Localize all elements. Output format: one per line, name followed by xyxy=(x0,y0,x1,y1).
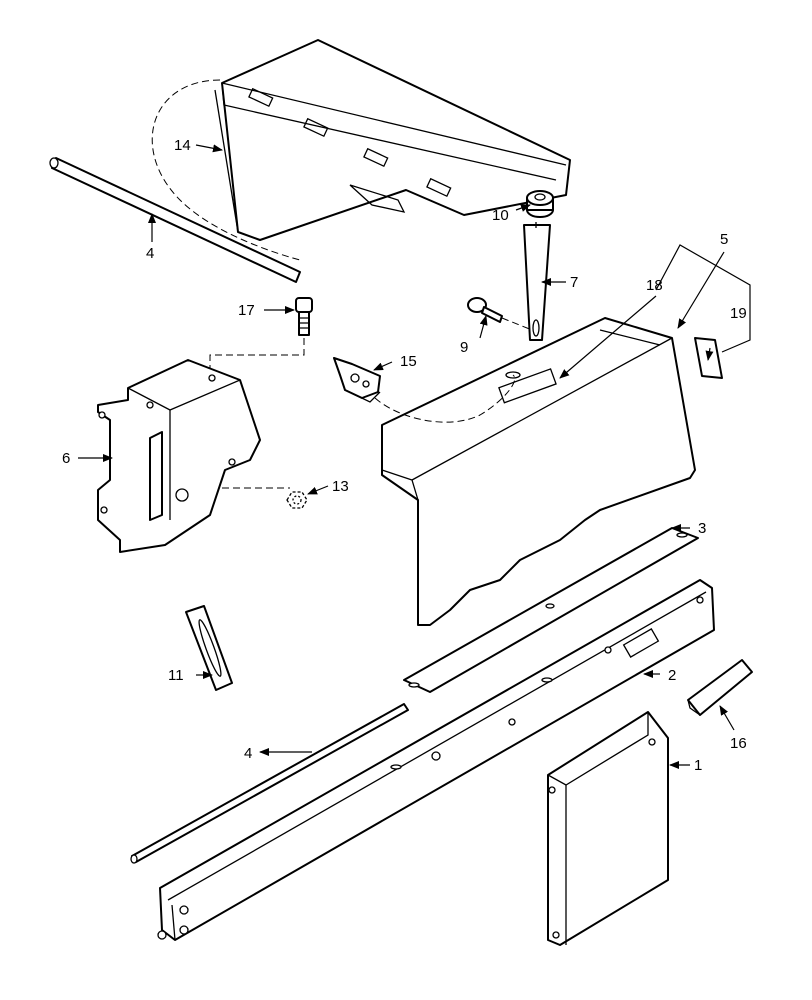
part-5-shroud xyxy=(381,317,696,626)
callout-15: 15 xyxy=(400,353,417,370)
part-4-lower-rod xyxy=(130,703,409,864)
part-6-bracket xyxy=(97,359,261,553)
part-7-strap xyxy=(523,222,551,341)
callout-16: 16 xyxy=(730,735,747,752)
callout-13: 13 xyxy=(332,478,349,495)
bolt-17-path-dashed xyxy=(209,338,305,378)
callout-4-upper: 4 xyxy=(146,245,154,262)
part-16-pad xyxy=(687,659,753,716)
callout-6: 6 xyxy=(62,450,70,467)
part-11-link xyxy=(185,605,233,691)
part-4-upper-rod xyxy=(49,157,301,283)
part-17-bolt xyxy=(295,297,313,336)
part-3-strip xyxy=(403,527,699,693)
callout-1: 1 xyxy=(694,757,702,774)
callout-5: 5 xyxy=(720,231,728,248)
callout-14: 14 xyxy=(174,137,191,154)
part-14-top-cover xyxy=(214,39,571,241)
callout-7: 7 xyxy=(570,274,578,291)
part-2-channel xyxy=(157,579,715,941)
part-1-side-panel xyxy=(547,711,669,946)
part-10-bumper xyxy=(526,190,554,218)
callouts: 14 4 10 7 5 18 19 17 9 15 6 13 3 11 2 16… xyxy=(62,137,747,774)
part-15-latch xyxy=(333,357,381,403)
callout-10: 10 xyxy=(492,207,509,224)
callout-18: 18 xyxy=(646,277,663,294)
part-9-bolt xyxy=(467,297,503,323)
callout-2: 2 xyxy=(668,667,676,684)
callout-3: 3 xyxy=(698,520,706,537)
bolt-path-dashed xyxy=(501,317,533,331)
callout-4-lower: 4 xyxy=(244,745,252,762)
hinge-rod-path-dashed xyxy=(151,79,301,261)
leaders xyxy=(78,144,751,769)
callout-19: 19 xyxy=(730,305,747,322)
callout-17: 17 xyxy=(238,302,255,319)
callout-9: 9 xyxy=(460,339,468,356)
part-13-nut xyxy=(286,491,308,509)
latch-path-dashed xyxy=(374,374,516,423)
callout-11: 11 xyxy=(168,667,184,684)
